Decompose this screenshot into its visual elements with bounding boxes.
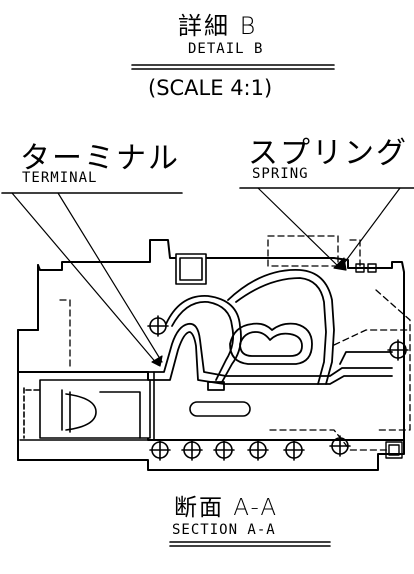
terminal-element [147,322,393,391]
right-squares [355,263,403,459]
spring-leader [257,187,401,271]
spring-element [165,269,335,385]
header-underlines [1,64,414,547]
spring-label-en: SPRING [252,166,309,182]
bottom-circles [149,435,351,461]
detail-title-jp: 詳細 B [178,12,258,40]
section-title-en: SECTION A-A [172,522,276,538]
terminal-label-en: TERMINAL [22,170,98,186]
detail-title-en: DETAIL B [188,41,264,57]
upper-circles [147,315,409,361]
terminal-leader [11,192,163,367]
terminal-label-jp: ターミナル [20,141,180,176]
left-block [19,379,151,441]
section-title-jp: 断面 A-A [174,495,279,521]
top-window [175,253,207,285]
center-slot [153,371,251,441]
scale-label: (SCALE 4:1) [148,76,273,100]
spring-label-jp: スプリング [248,136,408,171]
hidden-lines [59,235,411,451]
